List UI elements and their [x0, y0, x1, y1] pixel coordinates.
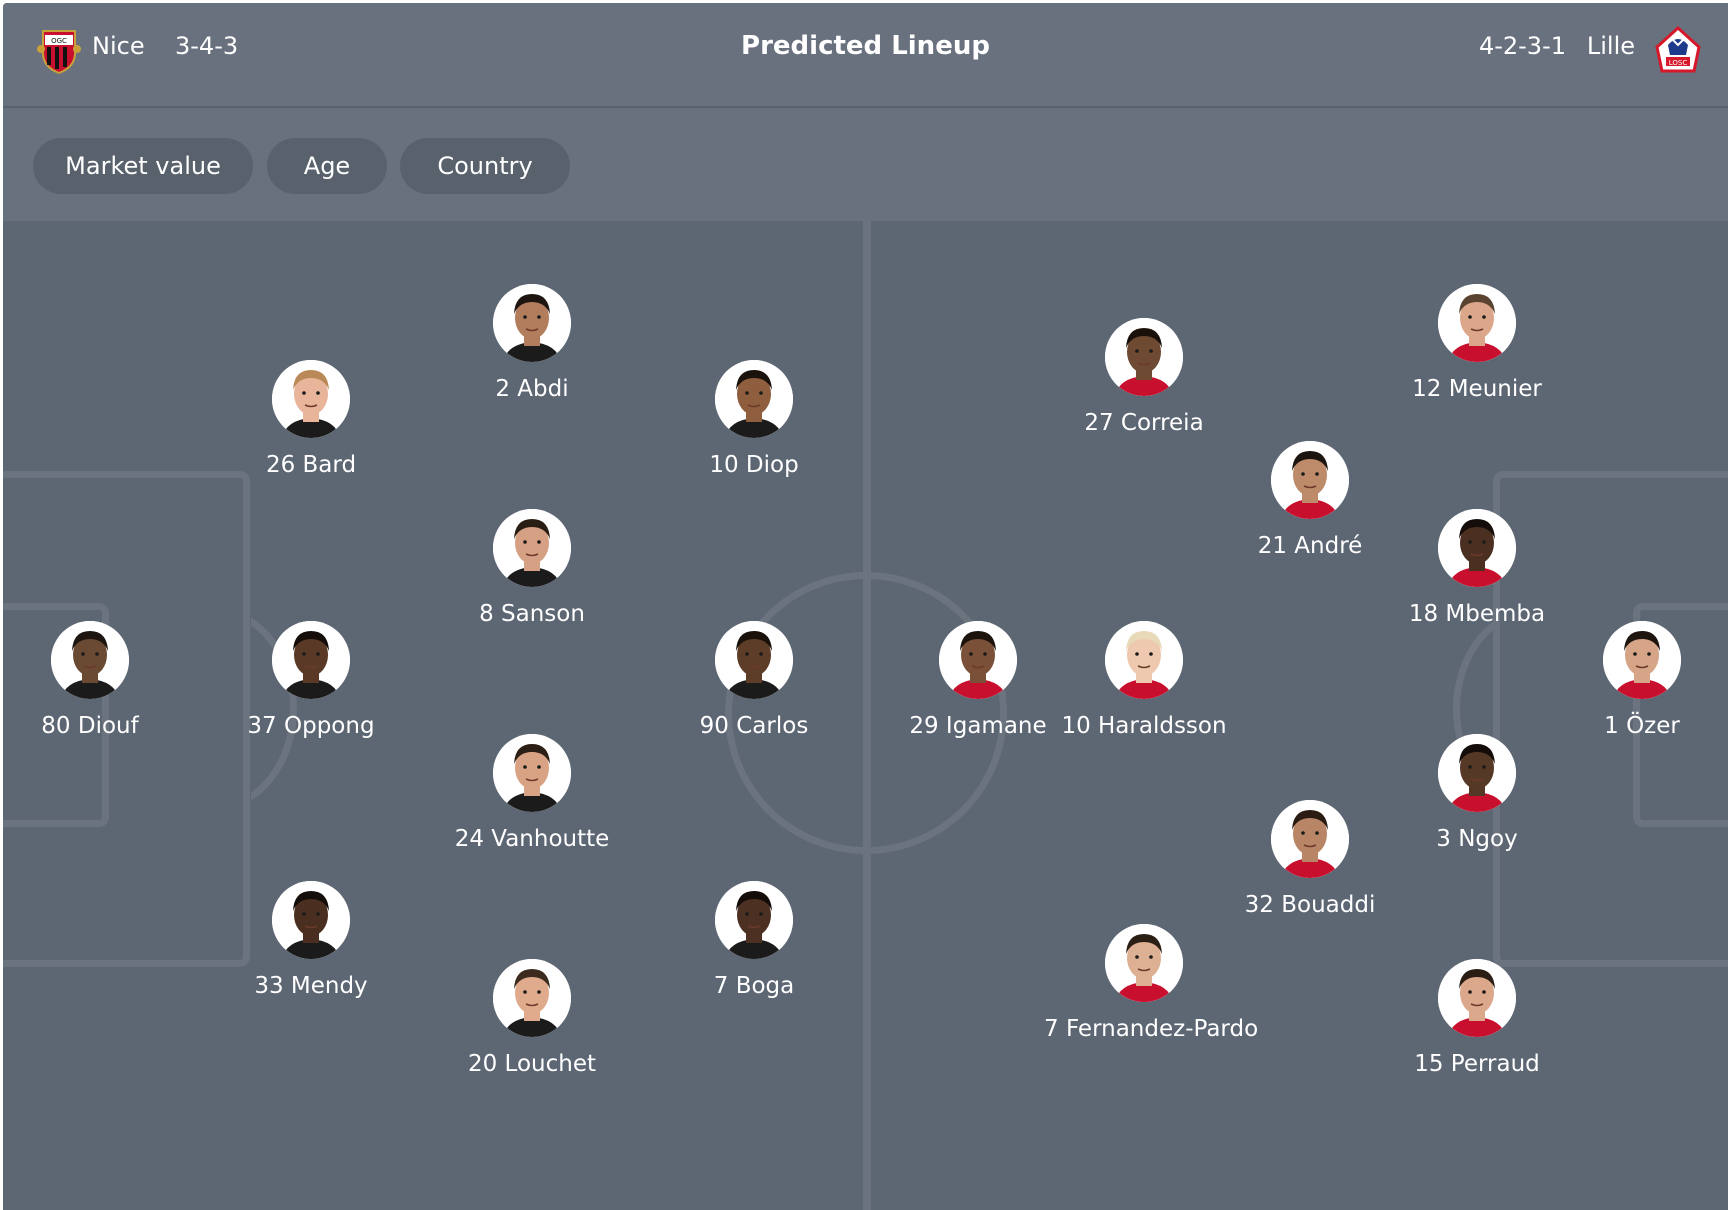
filter-age-button[interactable]: Age — [267, 138, 387, 194]
player-name: 12 Meunier — [1412, 376, 1542, 402]
player-12-meunier[interactable]: 12 Meunier — [1377, 284, 1577, 403]
player-photo — [1603, 621, 1681, 699]
player-photo — [1438, 734, 1516, 812]
player-7-fernandez-pardo[interactable]: 7 Fernandez-Pardo — [1044, 924, 1259, 1043]
player-name: 7 Boga — [713, 973, 795, 999]
player-photo — [1438, 959, 1516, 1037]
player-photo — [1105, 924, 1183, 1002]
player-photo — [1271, 800, 1349, 878]
home-team-name[interactable]: Nice — [92, 32, 145, 60]
away-team-name[interactable]: Lille — [1586, 32, 1635, 60]
player-photo — [272, 881, 350, 959]
page-title: Predicted Lineup — [741, 31, 990, 61]
player-name: 32 Bouaddi — [1244, 892, 1376, 918]
player-20-louchet[interactable]: 20 Louchet — [432, 959, 632, 1078]
player-name: 18 Mbemba — [1408, 601, 1546, 627]
player-10-haraldsson[interactable]: 10 Haraldsson — [1044, 621, 1244, 740]
player-26-bard[interactable]: 26 Bard — [211, 360, 411, 479]
player-name: 20 Louchet — [467, 1051, 597, 1077]
player-33-mendy[interactable]: 33 Mendy — [211, 881, 411, 1000]
filter-country-button[interactable]: Country — [400, 138, 570, 194]
player-photo — [493, 959, 571, 1037]
pitch: 80 Diouf 26 Bard 37 Oppong 33 Mendy 2 Abdi 8 … — [3, 221, 1728, 1210]
player-name: 24 Vanhoutte — [454, 826, 610, 852]
player-name: 10 Diop — [709, 452, 799, 478]
left-penalty-area — [3, 471, 250, 967]
player-photo — [493, 734, 571, 812]
player-name: 2 Abdi — [495, 376, 569, 402]
player-29-igamane[interactable]: 29 Igamane — [878, 621, 1078, 740]
player-name: 21 André — [1257, 533, 1363, 559]
player-photo — [272, 360, 350, 438]
player-15-perraud[interactable]: 15 Perraud — [1377, 959, 1577, 1078]
player-name: 7 Fernandez-Pardo — [1044, 1016, 1259, 1042]
player-90-carlos[interactable]: 90 Carlos — [654, 621, 854, 740]
player-27-correia[interactable]: 27 Correia — [1044, 318, 1244, 437]
player-name: 3 Ngoy — [1436, 826, 1518, 852]
player-21-andre[interactable]: 21 André — [1210, 441, 1410, 560]
player-name: 27 Correia — [1084, 410, 1204, 436]
player-name: 10 Haraldsson — [1061, 713, 1227, 739]
player-photo — [493, 284, 571, 362]
right-goal-area — [1633, 603, 1728, 827]
player-name: 90 Carlos — [699, 713, 809, 739]
player-24-vanhoutte[interactable]: 24 Vanhoutte — [432, 734, 632, 853]
player-18-mbemba[interactable]: 18 Mbemba — [1377, 509, 1577, 628]
player-name: 37 Oppong — [247, 713, 375, 739]
svg-text:LOSC: LOSC — [1669, 59, 1688, 67]
player-80-diouf[interactable]: 80 Diouf — [3, 621, 190, 740]
player-photo — [1105, 318, 1183, 396]
player-photo — [715, 360, 793, 438]
header: OGC Nice 3-4-3 Predicted Lineup 4-2-3-1 … — [3, 3, 1728, 108]
nice-crest-icon[interactable]: OGC — [35, 25, 83, 75]
player-photo — [939, 621, 1017, 699]
player-photo — [493, 509, 571, 587]
center-circle — [725, 572, 1007, 854]
player-1-ozer[interactable]: 1 Özer — [1542, 621, 1728, 740]
away-formation: 4-2-3-1 — [1478, 32, 1566, 60]
player-photo — [51, 621, 129, 699]
player-8-sanson[interactable]: 8 Sanson — [432, 509, 632, 628]
player-photo — [1105, 621, 1183, 699]
svg-text:OGC: OGC — [51, 37, 67, 45]
player-photo — [1271, 441, 1349, 519]
player-photo — [1438, 284, 1516, 362]
player-name: 26 Bard — [265, 452, 357, 478]
player-2-abdi[interactable]: 2 Abdi — [432, 284, 632, 403]
lille-crest-icon[interactable]: LOSC — [1654, 25, 1702, 75]
player-photo — [715, 881, 793, 959]
player-37-oppong[interactable]: 37 Oppong — [211, 621, 411, 740]
player-7-boga[interactable]: 7 Boga — [654, 881, 854, 1000]
player-name: 33 Mendy — [254, 973, 368, 999]
player-32-bouaddi[interactable]: 32 Bouaddi — [1210, 800, 1410, 919]
left-goal-area — [3, 603, 109, 827]
filter-market-value-button[interactable]: Market value — [33, 138, 253, 194]
player-name: 8 Sanson — [479, 601, 585, 627]
player-10-diop[interactable]: 10 Diop — [654, 360, 854, 479]
player-name: 15 Perraud — [1414, 1051, 1540, 1077]
filter-bar: Market value Age Country — [3, 108, 1728, 221]
home-formation: 3-4-3 — [175, 32, 239, 60]
player-name: 80 Diouf — [41, 713, 139, 739]
player-3-ngoy[interactable]: 3 Ngoy — [1377, 734, 1577, 853]
player-photo — [272, 621, 350, 699]
player-photo — [715, 621, 793, 699]
player-name: 29 Igamane — [909, 713, 1047, 739]
lineup-widget: OGC Nice 3-4-3 Predicted Lineup 4-2-3-1 … — [3, 3, 1728, 1210]
player-photo — [1438, 509, 1516, 587]
player-name: 1 Özer — [1604, 713, 1680, 739]
